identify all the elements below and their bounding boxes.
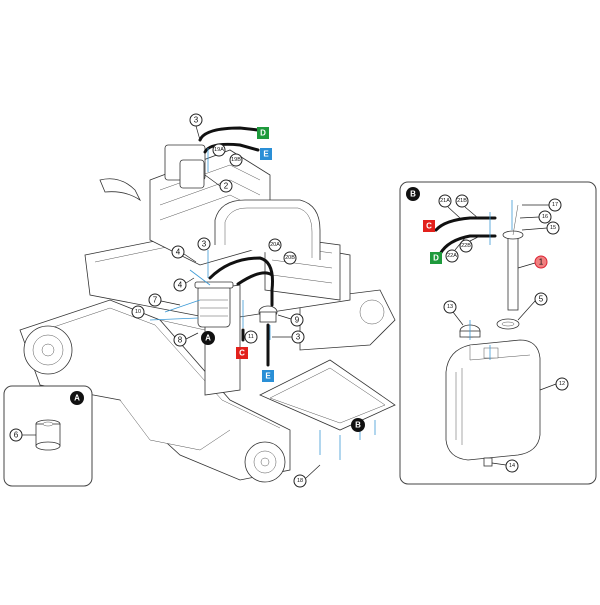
svg-text:22A: 22A bbox=[447, 253, 457, 259]
svg-text:3: 3 bbox=[296, 333, 301, 342]
svg-text:12: 12 bbox=[559, 381, 565, 387]
fuel-filter bbox=[194, 281, 234, 328]
callout-4-lower: 4 bbox=[173, 277, 195, 292]
svg-text:D: D bbox=[260, 129, 266, 138]
drain-plug bbox=[483, 457, 493, 467]
callout-20a: 20A bbox=[268, 238, 282, 252]
svg-text:19B: 19B bbox=[231, 157, 241, 163]
svg-text:D: D bbox=[433, 254, 439, 263]
tag-e-main: E bbox=[260, 148, 272, 160]
svg-text:1: 1 bbox=[539, 258, 544, 267]
callout-1: 1 bbox=[517, 255, 548, 269]
callout-16: 16 bbox=[519, 210, 552, 224]
callout-15: 15 bbox=[521, 221, 560, 235]
svg-text:E: E bbox=[263, 150, 269, 159]
svg-text:4: 4 bbox=[178, 281, 183, 290]
svg-text:17: 17 bbox=[552, 202, 558, 208]
svg-text:6: 6 bbox=[14, 431, 19, 440]
callout-4-upper: 4 bbox=[171, 245, 197, 263]
callout-3-right: 3 bbox=[272, 330, 305, 344]
svg-text:20B: 20B bbox=[285, 255, 295, 261]
svg-text:15: 15 bbox=[550, 225, 556, 231]
callout-8: 8 bbox=[173, 332, 199, 347]
svg-text:14: 14 bbox=[509, 463, 515, 469]
fuel-tank bbox=[445, 339, 541, 461]
svg-text:5: 5 bbox=[539, 295, 544, 304]
svg-text:13: 13 bbox=[447, 304, 453, 310]
svg-text:C: C bbox=[426, 222, 432, 231]
svg-text:11: 11 bbox=[248, 334, 254, 340]
detail-panel-a: A 6 bbox=[3, 385, 93, 487]
filter-element bbox=[35, 419, 61, 451]
detail-panel-b: B bbox=[399, 181, 597, 485]
blue-leaders bbox=[149, 148, 376, 460]
svg-text:10: 10 bbox=[135, 309, 141, 315]
callout-12: 12 bbox=[539, 377, 569, 391]
svg-text:19A: 19A bbox=[214, 147, 224, 153]
callout-9: 9 bbox=[277, 313, 304, 327]
engine-filter bbox=[179, 159, 205, 189]
svg-text:A: A bbox=[74, 394, 80, 403]
svg-text:B: B bbox=[355, 421, 361, 430]
svg-text:21B: 21B bbox=[457, 198, 467, 204]
view-marker-a-main: A bbox=[201, 331, 215, 345]
callout-13: 13 bbox=[443, 300, 464, 326]
callout-7: 7 bbox=[148, 293, 181, 307]
callout-14: 14 bbox=[491, 459, 519, 473]
callout-5: 5 bbox=[517, 292, 548, 321]
tag-d-detail: D bbox=[430, 252, 442, 264]
tag-e-lower: E bbox=[262, 370, 274, 382]
callout-21b: 21B bbox=[455, 194, 479, 219]
svg-text:16: 16 bbox=[542, 214, 548, 220]
view-marker-b-main: B bbox=[351, 418, 365, 432]
svg-text:20A: 20A bbox=[270, 242, 280, 248]
svg-text:22B: 22B bbox=[461, 243, 471, 249]
svg-text:9: 9 bbox=[295, 316, 300, 325]
callout-11: 11 bbox=[244, 330, 258, 344]
callout-3-top: 3 bbox=[189, 113, 203, 141]
tag-c-detail: C bbox=[423, 220, 435, 232]
water-separator bbox=[258, 305, 278, 323]
svg-text:4: 4 bbox=[176, 248, 181, 257]
svg-text:2: 2 bbox=[224, 182, 229, 191]
tag-c-main: C bbox=[236, 347, 248, 359]
callout-21a: 21A bbox=[438, 194, 461, 219]
svg-text:B: B bbox=[410, 190, 416, 199]
callout-3-mid: 3 bbox=[197, 237, 211, 251]
gasket bbox=[496, 318, 520, 330]
callout-6: 6 bbox=[9, 428, 36, 442]
svg-text:A: A bbox=[205, 334, 211, 343]
callout-19a: 19A bbox=[212, 143, 226, 157]
callout-17: 17 bbox=[522, 198, 562, 212]
callout-2: 2 bbox=[204, 174, 233, 193]
fuel-sender-tube bbox=[502, 204, 524, 311]
svg-text:7: 7 bbox=[153, 296, 158, 305]
svg-text:8: 8 bbox=[178, 336, 183, 345]
callout-10: 10 bbox=[131, 305, 145, 319]
svg-text:C: C bbox=[239, 349, 245, 358]
tag-d-main: D bbox=[257, 127, 269, 139]
svg-text:3: 3 bbox=[194, 116, 199, 125]
callout-20b: 20B bbox=[283, 251, 297, 265]
callout-22b: 22B bbox=[459, 235, 481, 253]
svg-text:18: 18 bbox=[297, 478, 303, 484]
callout-19b: 19B bbox=[229, 153, 243, 167]
svg-text:3: 3 bbox=[202, 240, 207, 249]
svg-text:21A: 21A bbox=[440, 198, 450, 204]
svg-text:E: E bbox=[265, 372, 271, 381]
callout-18: 18 bbox=[293, 464, 321, 488]
